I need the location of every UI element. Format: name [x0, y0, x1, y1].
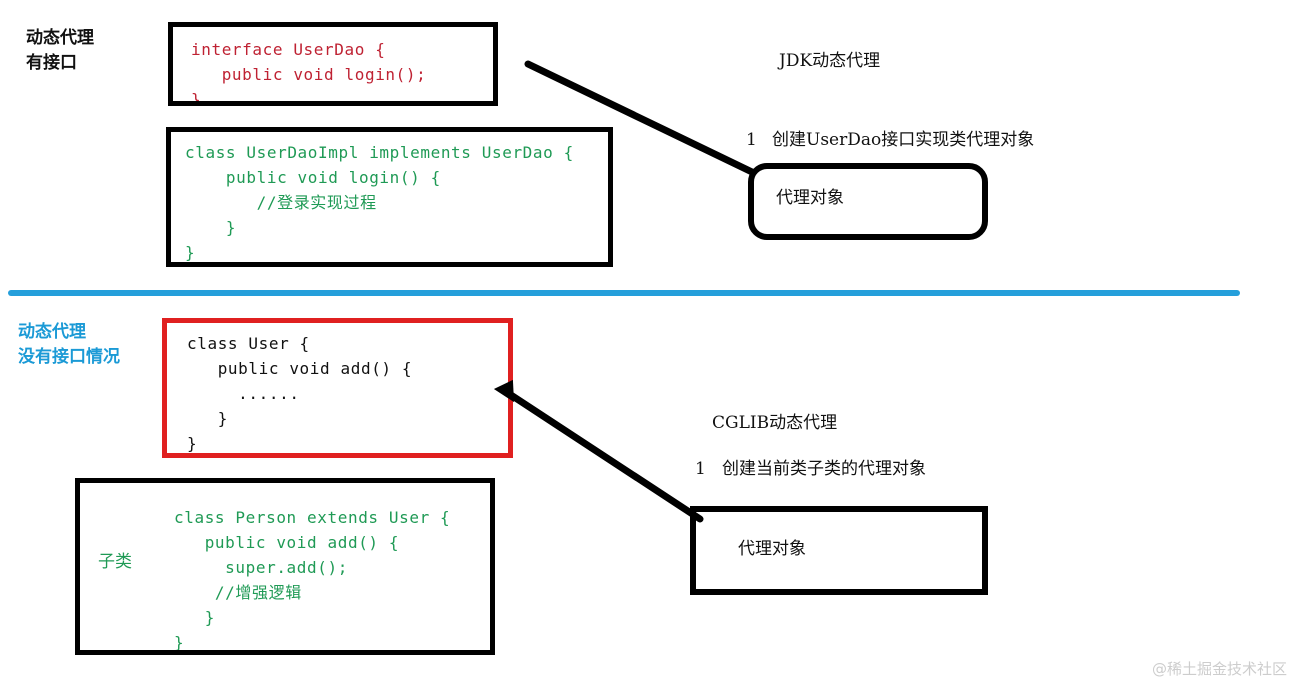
section-divider — [8, 290, 1240, 296]
watermark: @稀土掘金技术社区 — [1152, 660, 1288, 678]
cglib-subclass-code-box: 子类 class Person extends User { public vo… — [75, 478, 495, 655]
jdk-impl-code-box: class UserDaoImpl implements UserDao { p… — [166, 127, 613, 267]
cglib-proxy-object-box: 代理对象 — [690, 506, 988, 595]
cglib-proxy-object-label: 代理对象 — [738, 539, 806, 559]
cglib-subclass-code: class Person extends User { public void … — [174, 508, 451, 652]
cglib-step-number: 1 — [695, 459, 706, 479]
cglib-subclass-caption: 子类 — [98, 552, 132, 572]
cglib-title: CGLIB动态代理 — [712, 413, 838, 433]
cglib-side-label: 动态代理 没有接口情况 — [18, 322, 120, 367]
jdk-side-label: 动态代理 有接口 — [26, 28, 94, 73]
cglib-target-code: class User { public void add() { ...... … — [187, 334, 413, 453]
jdk-step-text: 创建UserDao接口实现类代理对象 — [772, 130, 1035, 150]
jdk-title: JDK动态代理 — [779, 51, 881, 71]
jdk-step-number: 1 — [746, 130, 757, 150]
cglib-target-code-box: class User { public void add() { ...... … — [162, 318, 513, 458]
jdk-proxy-object-box: 代理对象 — [748, 163, 988, 240]
cglib-step-text: 创建当前类子类的代理对象 — [722, 459, 926, 479]
jdk-proxy-object-label: 代理对象 — [776, 188, 844, 208]
cglib-connector-line — [507, 391, 704, 523]
jdk-interface-code-box: interface UserDao { public void login();… — [168, 22, 498, 106]
jdk-impl-code: class UserDaoImpl implements UserDao { p… — [185, 143, 574, 262]
jdk-interface-code: interface UserDao { public void login();… — [191, 40, 427, 106]
